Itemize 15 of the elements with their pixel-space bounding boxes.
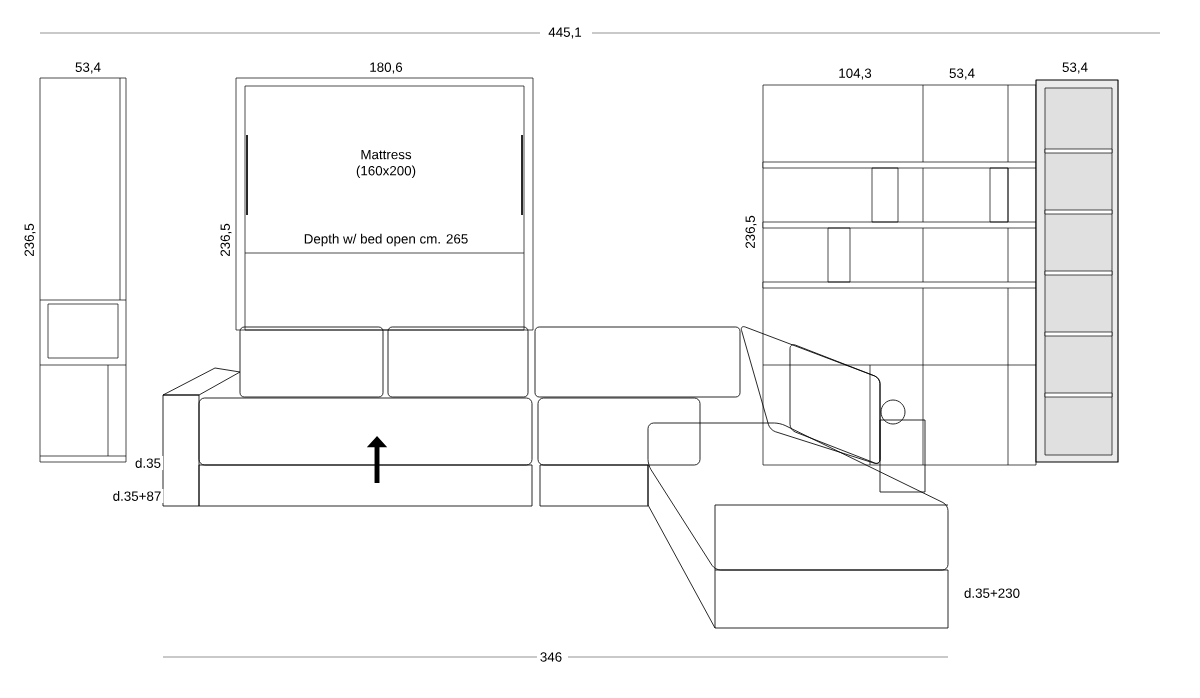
dimension-label: 180,6: [367, 60, 405, 76]
dimension-label: 346: [537, 650, 565, 664]
dimension-label: 236,5: [22, 221, 38, 259]
dimension-label: d.35: [132, 456, 164, 470]
dimension-label: 236,5: [218, 221, 234, 259]
dimension-label: 53,4: [72, 60, 104, 76]
dimension-label: 53,4: [1059, 60, 1091, 76]
note-text: Mattress (160x200): [343, 147, 429, 181]
dimension-label: 236,5: [743, 213, 759, 251]
dimension-label: 104,3: [836, 66, 874, 82]
dimension-label: 53,4: [946, 66, 978, 82]
dimension-label: d.35+230: [961, 586, 1023, 600]
note-text: Depth w/ bed open cm. 265: [301, 231, 471, 249]
dimension-label: d.35+87: [110, 489, 164, 503]
dimension-label: 445,1: [546, 25, 584, 41]
